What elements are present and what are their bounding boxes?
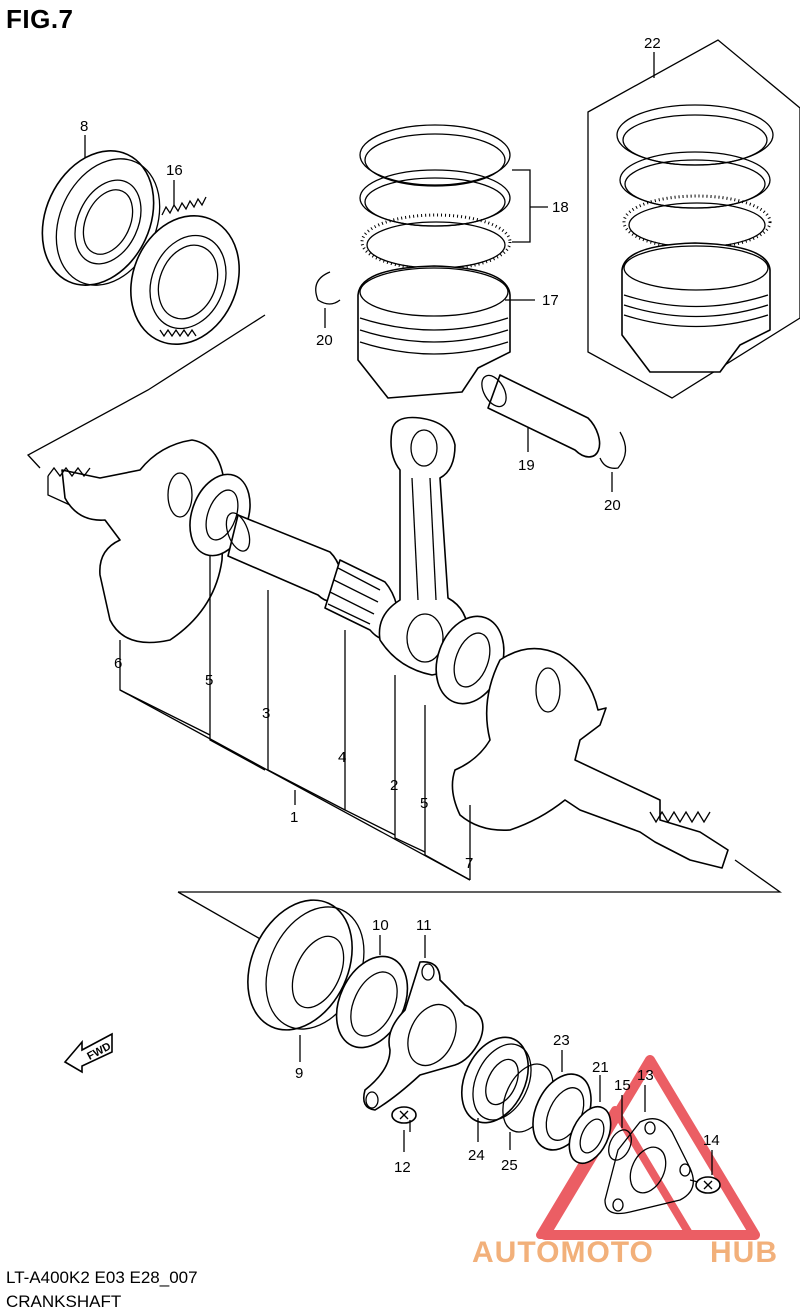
crank-web-6 bbox=[47, 439, 226, 644]
oil-seal-10 bbox=[335, 955, 409, 1049]
callout-10: 10 bbox=[372, 917, 389, 934]
callout-8: 8 bbox=[80, 118, 88, 135]
crank-pin-3 bbox=[225, 512, 344, 602]
callout-12: 12 bbox=[394, 1159, 411, 1176]
screw-14 bbox=[689, 1176, 721, 1194]
callout-labels: 8 16 22 18 17 20 19 20 6 5 3 4 2 5 1 7 1… bbox=[80, 35, 720, 1176]
gear-16 bbox=[130, 196, 240, 346]
crank-web-7 bbox=[451, 647, 729, 869]
watermark-text: AUTOMOTO HUB bbox=[472, 1236, 778, 1269]
callout-5-right: 5 bbox=[420, 795, 428, 812]
callout-14: 14 bbox=[703, 1132, 720, 1149]
spacer-21 bbox=[568, 1105, 612, 1165]
figure-label: FIG.7 bbox=[6, 4, 74, 34]
callout-18: 18 bbox=[552, 199, 569, 216]
model-code: LT-A400K2 E03 E28_007 bbox=[6, 1268, 198, 1287]
callout-16: 16 bbox=[166, 162, 183, 179]
fwd-arrow-icon: FWD bbox=[63, 1032, 113, 1074]
callout-1: 1 bbox=[290, 809, 298, 826]
crank-assembly-leaders bbox=[119, 555, 471, 881]
callout-13: 13 bbox=[637, 1067, 654, 1084]
watermark-part2: HUB bbox=[710, 1236, 778, 1269]
piston-17 bbox=[357, 265, 511, 399]
section-name: CRANKSHAFT bbox=[6, 1292, 122, 1311]
callout-3: 3 bbox=[262, 705, 270, 722]
callout-4: 4 bbox=[338, 749, 346, 766]
piston-rings-18 bbox=[359, 124, 512, 271]
bearing-8 bbox=[41, 150, 161, 286]
callout-11: 11 bbox=[416, 917, 432, 934]
piston-pin-19 bbox=[481, 374, 601, 458]
o-ring-15 bbox=[608, 1129, 632, 1161]
watermark-part1: AUTOMOTO bbox=[472, 1236, 654, 1269]
circlip-20-right bbox=[599, 431, 627, 469]
callout-20-left: 20 bbox=[316, 332, 333, 349]
callout-2: 2 bbox=[390, 777, 398, 794]
callout-23: 23 bbox=[553, 1032, 570, 1049]
circlip-20-left bbox=[315, 271, 341, 305]
screw-12 bbox=[391, 1106, 417, 1132]
callout-17: 17 bbox=[542, 292, 559, 309]
bearing-9 bbox=[247, 899, 365, 1031]
bearing-retainer-11 bbox=[362, 961, 484, 1111]
piston-set-box bbox=[587, 39, 800, 399]
bearing-24 bbox=[461, 1036, 532, 1124]
callout-21: 21 bbox=[592, 1059, 609, 1076]
callout-22: 22 bbox=[644, 35, 661, 52]
callout-5-left: 5 bbox=[205, 672, 213, 689]
callout-19: 19 bbox=[518, 457, 535, 474]
fwd-label: FWD bbox=[85, 1040, 113, 1062]
callout-6: 6 bbox=[114, 655, 122, 672]
callout-9: 9 bbox=[295, 1065, 303, 1082]
callout-25: 25 bbox=[501, 1157, 518, 1174]
cover-plate-13 bbox=[604, 1118, 694, 1215]
callout-24: 24 bbox=[468, 1147, 485, 1164]
callout-15: 15 bbox=[614, 1077, 631, 1094]
thrust-washer-5-right bbox=[435, 615, 505, 705]
callout-20-right: 20 bbox=[604, 497, 621, 514]
callout-7: 7 bbox=[465, 855, 473, 872]
